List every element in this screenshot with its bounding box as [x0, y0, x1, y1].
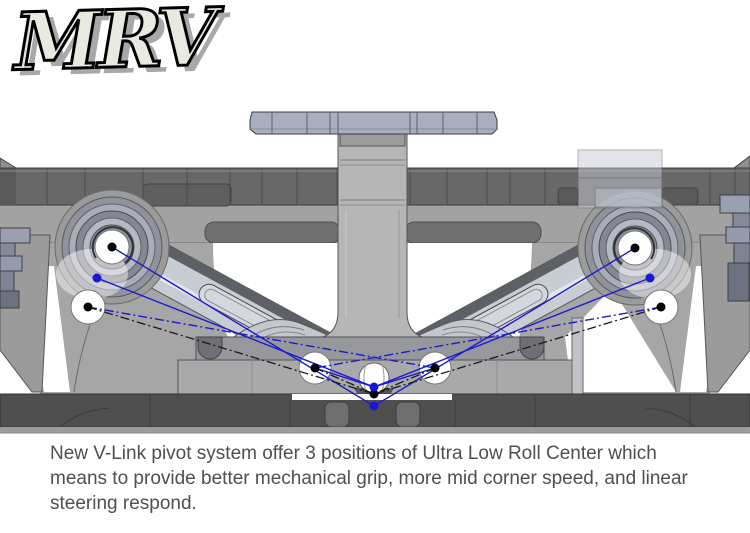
pivot-markers-blue [92, 273, 655, 411]
alt-pivot-right-marker [645, 273, 655, 283]
caption-line-2: means to provide better mechanical grip,… [50, 468, 688, 489]
outer-pivot-left-marker [107, 242, 117, 252]
servo-clamp-overlay [577, 149, 663, 209]
roll-center-high-marker [369, 382, 379, 392]
roll-center-low-marker [369, 401, 379, 411]
brand-logo: MRV [11, 0, 216, 90]
caption-line-3: steering respond. [50, 493, 197, 514]
standoff-screw-right [719, 194, 750, 302]
center-tower [304, 133, 441, 341]
roll-center-lines-black [87, 306, 662, 395]
inner-pivot-left-marker [310, 363, 320, 373]
corner-edges [0, 155, 750, 169]
lower-pivot-left-marker [83, 302, 93, 312]
caption-text: New V-Link pivot system offer 3 position… [50, 441, 730, 516]
roll-center-mid-marker [369, 389, 379, 399]
pivot-markers-black [83, 242, 666, 399]
alt-pivot-left-marker [92, 273, 102, 283]
caption-line-1: New V-Link pivot system offer 3 position… [50, 443, 657, 464]
roll-center-lines-blue [87, 246, 662, 407]
bottom-chassis-plate [0, 393, 750, 434]
standoff-screw-left [0, 227, 31, 309]
inner-pivot-right-marker [430, 363, 440, 373]
outer-pivot-right-marker [630, 243, 640, 253]
steering-top-plate [249, 111, 498, 147]
lower-pivot-right-marker [656, 302, 666, 312]
